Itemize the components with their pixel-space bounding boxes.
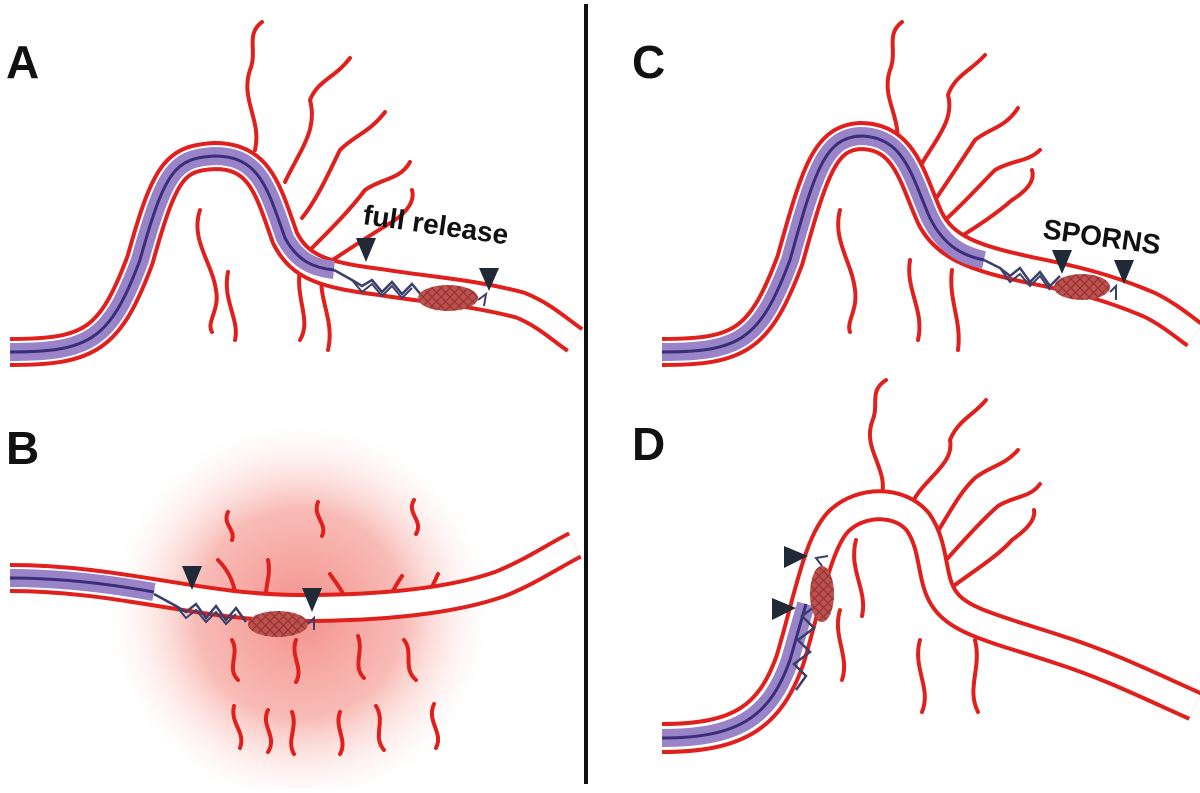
- panel-c-label: C: [632, 36, 665, 88]
- panel-a-label: A: [6, 36, 39, 88]
- panel-b-label: B: [6, 422, 39, 474]
- panel-d-marker-distal: [784, 546, 808, 568]
- panel-a: A full release: [6, 20, 584, 367]
- panel-a-branches: [195, 20, 415, 352]
- panel-c-branches: [836, 20, 1042, 352]
- panel-d-branches: [835, 378, 1042, 714]
- panel-b: B: [6, 422, 582, 793]
- panel-b-marker-proximal: [182, 566, 202, 590]
- panel-c-marker-distal: [1114, 260, 1134, 284]
- panel-a-callout: full release: [361, 199, 510, 250]
- panel-d-marker-proximal: [772, 598, 796, 620]
- panel-a-catheter: [9, 146, 336, 361]
- panel-c-marker-proximal: [1052, 250, 1072, 274]
- panel-c: C SPORNS: [632, 20, 1200, 367]
- panel-a-stent: [333, 268, 423, 297]
- panel-b-marker-distal: [302, 588, 322, 612]
- panel-b-stent: [153, 592, 248, 623]
- panel-a-marker-distal: [479, 268, 499, 291]
- panel-d: D: [632, 378, 1200, 754]
- panel-a-marker-proximal: [356, 238, 376, 262]
- panel-d-stent: [792, 603, 819, 691]
- panel-d-label: D: [632, 418, 665, 470]
